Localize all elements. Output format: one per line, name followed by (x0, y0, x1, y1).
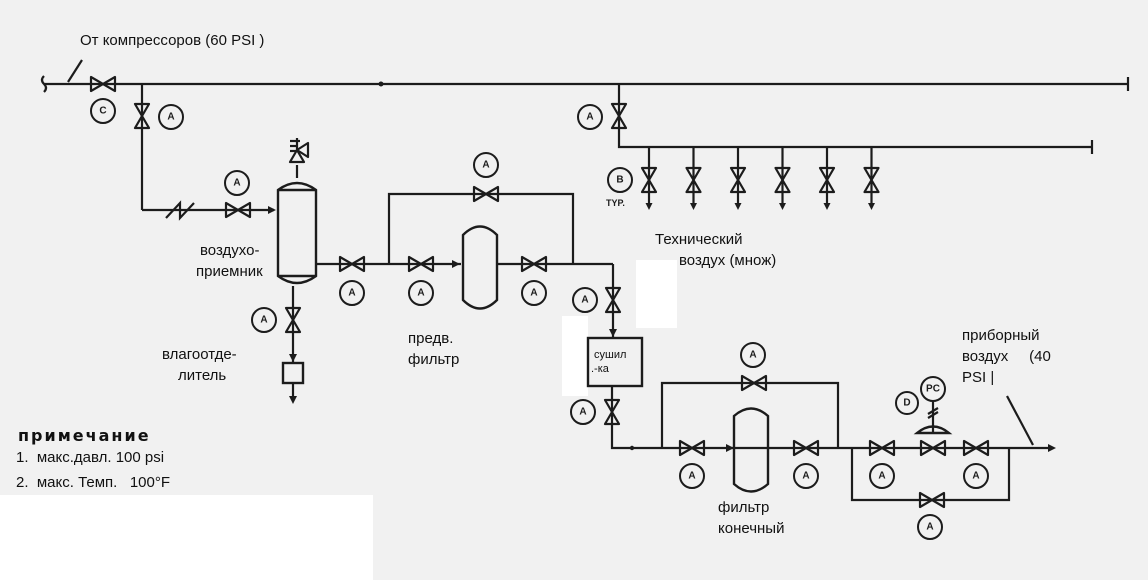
svg-text:A: A (260, 315, 267, 326)
outlet-valve[interactable] (818, 166, 836, 194)
outlet-arrow-icon (823, 203, 831, 210)
air-receiver (276, 181, 318, 285)
tag-a: A (572, 287, 598, 313)
tag-a: A (679, 463, 705, 489)
outlet-valve[interactable] (640, 166, 658, 194)
tag-a: A (869, 463, 895, 489)
note-item: 1. макс.давл. 100 psi (16, 449, 164, 466)
svg-text:A: A (586, 112, 593, 123)
outlet-valve[interactable] (863, 166, 880, 194)
final-filter-bypass-pipe (660, 381, 840, 448)
tag-a: A (740, 342, 766, 368)
svg-text:A: A (972, 471, 979, 482)
tag-d: D (895, 391, 919, 415)
note-item: 2. макс. Темп. 100°F (16, 474, 170, 491)
source-pointer (67, 59, 83, 83)
moisture-separator (281, 361, 305, 385)
outlet-valve[interactable] (685, 166, 702, 194)
tag-a: A (408, 280, 434, 306)
tag-pc: PC (920, 376, 946, 402)
pcv-bypass-pipe (850, 448, 1011, 502)
tag-a: A (473, 152, 499, 178)
tag-a: A (570, 399, 596, 425)
masked-area (562, 316, 588, 396)
tech-air-outlets (640, 147, 880, 210)
pcv-actuator (913, 425, 953, 435)
tag-a: A (224, 170, 250, 196)
outlet-arrow-icon (690, 203, 697, 210)
receiver-label-1: воздухо- (200, 242, 259, 259)
instrument-air-pointer (1006, 395, 1034, 446)
svg-text:A: A (878, 471, 885, 482)
outlet-arrow-icon (868, 203, 875, 210)
svg-text:B: B (616, 175, 623, 186)
tag-c: C (90, 98, 116, 124)
separator-label-2: литель (178, 367, 226, 384)
svg-text:A: A (579, 407, 586, 418)
relief-valve (288, 138, 310, 178)
tech-air-label-1: Технический (655, 231, 742, 248)
tag-a: A (577, 104, 603, 130)
outlet-arrow-icon (734, 203, 742, 210)
source-label: От компрессоров (60 PSI ) (80, 32, 264, 49)
tag-a: A (251, 307, 277, 333)
instrument-air-label-2: воздух (40 (962, 348, 1051, 365)
svg-text:A: A (688, 471, 695, 482)
dryer-label-1: сушил (594, 349, 626, 361)
main-header-pipe (40, 75, 1130, 93)
svg-text:D: D (903, 398, 910, 409)
svg-text:A: A (749, 350, 756, 361)
svg-text:A: A (167, 112, 174, 123)
typ-label: TYP. (606, 198, 625, 208)
tag-a: A (963, 463, 989, 489)
svg-text:C: C (99, 106, 106, 117)
final-filter-vessel (732, 407, 770, 493)
outlet-valve[interactable] (729, 166, 747, 194)
outlet-valve[interactable] (774, 166, 791, 194)
svg-text:A: A (348, 288, 355, 299)
tag-a: A (158, 104, 184, 130)
svg-text:A: A (417, 288, 424, 299)
outlet-arrow-icon (645, 203, 653, 210)
prefilter-label-2: фильтр (408, 351, 459, 368)
tag-a: A (917, 514, 943, 540)
svg-text:A: A (926, 522, 933, 533)
svg-text:A: A (530, 288, 537, 299)
tag-a: A (521, 280, 547, 306)
prefilter-label-1: предв. (408, 330, 453, 347)
receiver-label-2: приемник (196, 263, 263, 280)
dryer (586, 336, 644, 388)
tech-air-header-pipe (617, 84, 1092, 149)
tech-air-label-2: воздух (множ) (679, 252, 776, 269)
separator-label-1: влагоотде- (162, 346, 237, 363)
outlet-arrow-icon (779, 203, 786, 210)
final-filter-label-2: конечный (718, 520, 784, 537)
svg-text:A: A (482, 160, 489, 171)
prefilter-bypass-pipe (387, 192, 575, 264)
svg-text:PC: PC (926, 384, 940, 395)
instrument-air-label-1: приборный (962, 327, 1040, 344)
masked-area (0, 495, 373, 580)
final-filter-label-1: фильтр (718, 499, 769, 516)
prefilter-vessel (461, 225, 499, 310)
svg-text:A: A (581, 295, 588, 306)
svg-text:A: A (802, 471, 809, 482)
svg-text:A: A (233, 178, 240, 189)
check-valve (165, 200, 195, 221)
tag-a: A (793, 463, 819, 489)
instrument-air-label-3: PSI | (962, 369, 994, 386)
final-filter-inlet-pipe (610, 386, 852, 450)
dryer-label-2: .-ка (591, 363, 610, 375)
notes-title: примечание (18, 426, 151, 445)
masked-area (636, 260, 677, 328)
tag-b: B (607, 167, 633, 193)
tag-a: A (339, 280, 365, 306)
